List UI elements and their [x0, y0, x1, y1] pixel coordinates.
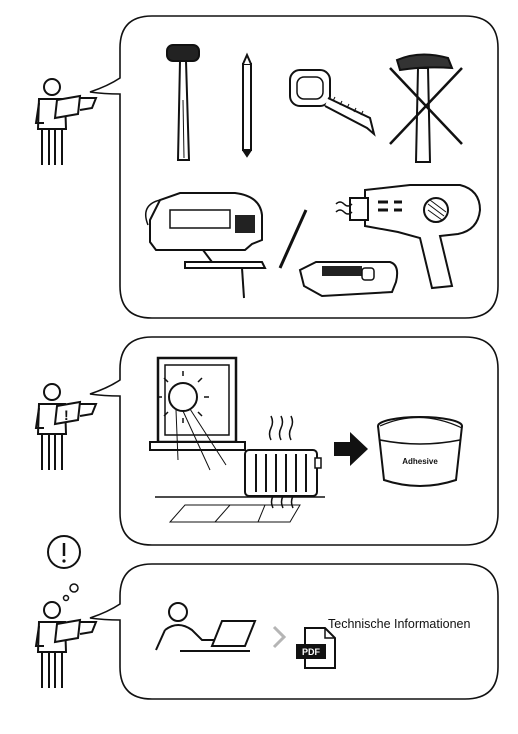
person-with-clipboard-1 — [35, 78, 98, 166]
pdf-label: PDF — [302, 647, 321, 657]
bucket-label: Adhesive — [402, 457, 438, 466]
pencil-icon — [242, 52, 252, 158]
heat-gun-icon — [335, 184, 482, 290]
chevron-right-icon — [272, 625, 287, 649]
claw-hammer-crossed-out-icon — [389, 53, 463, 163]
tape-measure-icon — [289, 69, 376, 137]
rubber-mallet-icon — [166, 44, 200, 161]
jigsaw-icon — [145, 192, 267, 299]
pdf-file-icon[interactable]: PDF — [296, 627, 336, 669]
window-with-sun-icon — [149, 356, 325, 523]
svg-text:!: ! — [64, 407, 69, 423]
radiator-with-heat-icon — [244, 415, 322, 509]
adhesive-bucket-icon: Adhesive — [377, 416, 463, 487]
person-at-laptop-icon — [155, 602, 257, 652]
or-separator-slash — [278, 209, 308, 269]
technical-information-link[interactable]: Technische Informationen — [328, 617, 471, 631]
person-with-clipboard-warning: ! — [35, 383, 98, 471]
person-with-clipboard-2 — [35, 601, 98, 689]
exclamation-thought-bubble — [47, 535, 81, 602]
utility-knife-icon — [298, 261, 399, 298]
speech-bubble-info — [89, 563, 499, 700]
arrow-right-icon — [334, 432, 368, 466]
